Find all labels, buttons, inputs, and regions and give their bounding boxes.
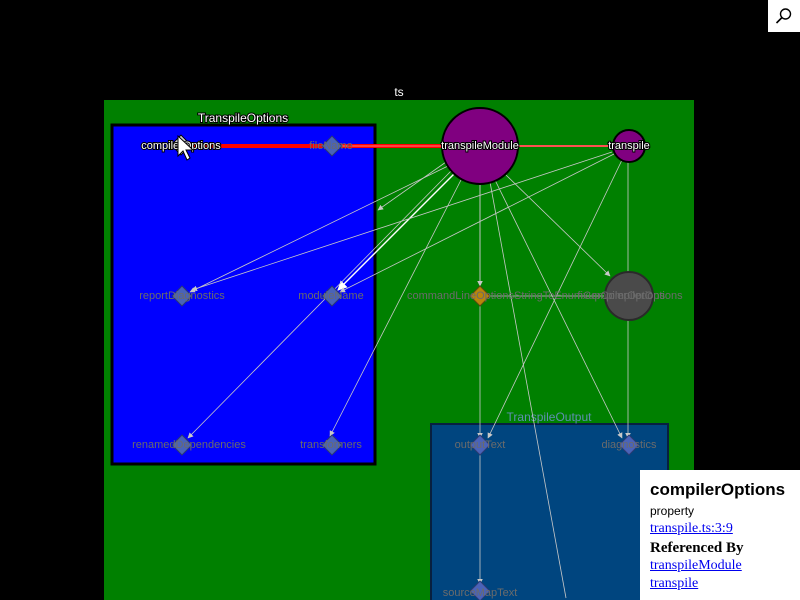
property-renamed-dependencies[interactable]: renamedDependencies xyxy=(132,434,246,456)
property-module-name[interactable]: moduleName xyxy=(298,285,364,307)
edge-transpile-module-to-module-name xyxy=(337,169,459,291)
edge-transpile-module-to-diagnostics xyxy=(494,179,623,439)
group-transpile-output-label: TranspileOutput xyxy=(507,410,593,424)
property-output-text-label: outputText xyxy=(455,439,506,451)
property-marker xyxy=(171,434,193,456)
property-report-diagnostics-label: reportDiagnostics xyxy=(139,290,225,302)
property-transformers-label: transformers xyxy=(300,439,362,451)
info-panel-location-link[interactable]: transpile.ts:3:9 xyxy=(650,521,733,536)
info-panel-kind: property xyxy=(650,504,695,518)
property-marker xyxy=(171,285,193,307)
property-marker xyxy=(469,580,491,600)
info-panel-referenced-by-heading: Referenced By xyxy=(650,540,744,556)
module-label: ts xyxy=(394,85,403,99)
edges xyxy=(182,144,631,599)
property-source-map-text-label: sourceMapText xyxy=(443,587,518,599)
node-transpile[interactable] xyxy=(612,129,646,163)
group-transpile-options-label: TranspileOptions xyxy=(198,111,288,125)
edge-transpile-module-to-transformers xyxy=(329,177,463,437)
property-marker xyxy=(469,434,491,456)
edge-transpile-to-module-name xyxy=(339,153,615,293)
edge-transpile-to-report-diagnostics xyxy=(191,151,613,292)
node-transpile-module[interactable] xyxy=(441,107,519,185)
search-button[interactable] xyxy=(768,0,800,32)
property-marker xyxy=(321,135,343,157)
info-panel: compilerOptions property transpile.ts:3:… xyxy=(640,470,800,600)
edge-transpile-module-to-report-diagnostics xyxy=(189,165,449,293)
info-panel-title: compilerOptions xyxy=(650,480,786,499)
property-diagnostics[interactable]: diagnostics xyxy=(601,434,657,456)
node-transpile-label: transpile xyxy=(608,140,650,152)
node-transpile-module-label: transpileModule xyxy=(441,140,519,152)
property-module-name-label: moduleName xyxy=(298,290,363,302)
property-report-diagnostics[interactable]: reportDiagnostics xyxy=(139,285,225,307)
property-marker xyxy=(321,285,343,307)
property-renamed-dependencies-label: renamedDependencies xyxy=(132,439,246,451)
edge-transpile-module-to-group xyxy=(377,161,447,211)
node-fixup-compiler-options-label: fixupCompilerOptions xyxy=(577,290,683,302)
variable-marker xyxy=(469,285,491,307)
property-file-name[interactable]: fileName xyxy=(309,135,353,157)
info-panel-reference-link[interactable]: transpileModule xyxy=(650,558,742,573)
property-marker xyxy=(618,434,640,456)
mouse-cursor-icon xyxy=(177,134,195,161)
edge-transpile-module-to-source-map xyxy=(489,181,567,599)
property-transformers[interactable]: transformers xyxy=(300,434,362,456)
edge-transpile-to-output-text xyxy=(487,159,623,439)
edge-transpile-module-to-fixup xyxy=(504,173,611,277)
property-output-text[interactable]: outputText xyxy=(455,434,506,456)
edge-transpile-module-to-renamed-dependencies xyxy=(187,169,453,439)
variable-command-line-options-label: commandLineOptionsStringToEnumCompilerOp… xyxy=(407,290,666,302)
property-diagnostics-label: diagnostics xyxy=(601,439,657,451)
node-fixup-compiler-options[interactable] xyxy=(604,271,654,321)
property-marker xyxy=(321,434,343,456)
property-file-name-label: fileName xyxy=(309,140,352,152)
search-icon xyxy=(775,8,792,24)
property-source-map-text[interactable]: sourceMapText xyxy=(443,580,518,600)
variable-command-line-options[interactable]: commandLineOptionsStringToEnumCompilerOp… xyxy=(407,285,666,307)
info-panel-reference-link[interactable]: transpile xyxy=(650,576,699,591)
